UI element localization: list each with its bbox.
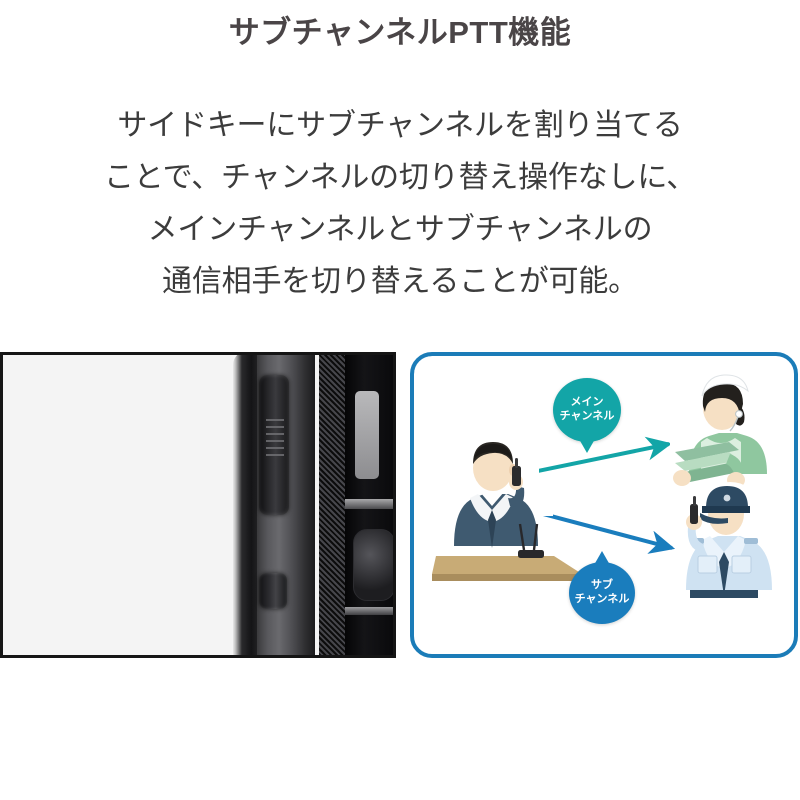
main-ptt-ridges	[266, 419, 284, 461]
figure-security-guard	[678, 482, 778, 598]
radio-device-image	[233, 355, 393, 655]
radio-trim-band-upper	[345, 499, 393, 509]
bubble-sub-channel-line2: チャンネル	[574, 593, 630, 605]
description-line-4: 通信相手を切り替えることが可能。	[162, 265, 638, 298]
figure-housekeeping-staff	[670, 373, 767, 488]
radio-display	[355, 391, 379, 479]
second-ptt-button	[259, 573, 287, 609]
radio-front-face	[345, 355, 393, 655]
description-line-1: サイドキーにサブチャンネルを割り当てる	[117, 109, 683, 142]
radio-side-key-photo-panel: メインPTT セカンドPTT	[0, 352, 396, 658]
bubble-sub-channel-line1: サブ	[591, 579, 613, 592]
bubble-main-channel-line1: メイン	[570, 396, 604, 409]
bubble-sub-channel: サブ チャンネル	[569, 551, 635, 624]
bubble-main-channel: メイン チャンネル	[553, 378, 621, 453]
radio-grip-texture	[319, 355, 345, 655]
description-line-3: メインチャンネルとサブチャンネルの	[147, 213, 653, 246]
radio-knob	[353, 529, 393, 601]
figure-operator	[432, 410, 582, 581]
channel-diagram-panel: メイン チャンネル サブ チャンネル	[410, 352, 798, 658]
channel-diagram-graphic	[432, 373, 778, 598]
description-text: サイドキーにサブチャンネルを割り当てる ことで、チャンネルの切り替え操作なしに、…	[0, 100, 800, 308]
radio-trim-band-lower	[345, 607, 393, 615]
bubble-main-channel-line2: チャンネル	[559, 410, 615, 422]
radio-left-edge	[233, 355, 259, 655]
description-line-2: ことで、チャンネルの切り替え操作なしに、	[103, 161, 697, 194]
page-title: サブチャンネルPTT機能	[228, 15, 572, 50]
